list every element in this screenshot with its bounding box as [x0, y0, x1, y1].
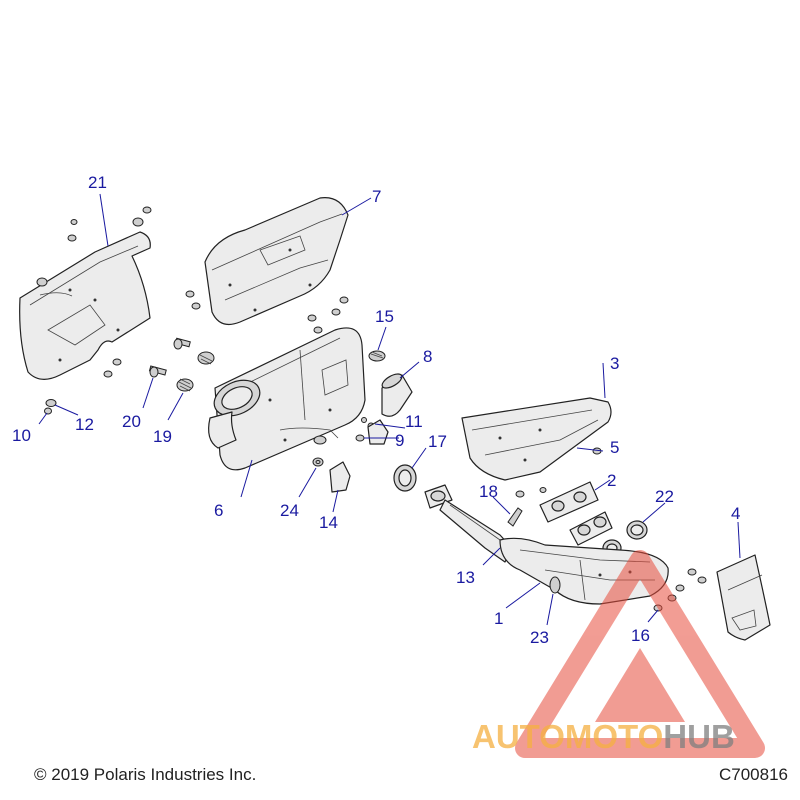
part-9-washer: [355, 434, 365, 442]
part-4-shield-plate: [716, 554, 771, 641]
callout-23: 23: [530, 628, 549, 647]
callout-21: 21: [88, 173, 107, 192]
part-13-head-pipe: [424, 484, 513, 563]
callout-11: 11: [405, 412, 423, 431]
callout-15: 15: [375, 307, 394, 326]
callout-8: 8: [423, 347, 432, 366]
watermark-text: AUTOMOTOHUB: [472, 718, 735, 755]
callout-10: 10: [12, 426, 31, 445]
callout-1: 1: [494, 609, 503, 628]
part-7-fasteners: [185, 290, 349, 334]
callout-19: 19: [153, 427, 172, 446]
part-12-washer: [45, 399, 57, 407]
callout-13: 13: [456, 568, 475, 587]
part-3-heat-shield: [461, 397, 612, 481]
drawing-code: C700816: [718, 765, 788, 784]
callout-3: 3: [610, 354, 619, 373]
callout-12: 12: [75, 415, 94, 434]
callout-4: 4: [731, 504, 740, 523]
part-20-bolt: [148, 337, 191, 378]
watermark-inner-triangle: [595, 648, 685, 722]
callout-5: 5: [610, 438, 619, 457]
callout-7: 7: [372, 187, 381, 206]
watermark-logo: [515, 550, 765, 758]
callout-leaders: [38, 193, 741, 626]
callout-24: 24: [280, 501, 299, 520]
part-10-nut: [44, 407, 52, 415]
callout-2: 2: [607, 471, 616, 490]
callout-17: 17: [428, 432, 447, 451]
part-21-fasteners: [36, 206, 152, 378]
callout-16: 16: [631, 626, 650, 645]
watermark-text-part2: HUB: [663, 718, 735, 755]
part-21-heat-shield: [19, 231, 151, 380]
part-7-heat-shield: [204, 197, 349, 325]
part-24-washer: [312, 457, 324, 467]
part-23-clamp: [549, 576, 561, 594]
watermark-text-part1: AUTOMOTO: [472, 718, 663, 755]
part-19-spring: [176, 351, 215, 392]
part-2-gasket: [539, 481, 613, 546]
copyright-notice: © 2019 Polaris Industries Inc.: [34, 765, 257, 784]
callout-18: 18: [479, 482, 498, 501]
callout-9: 9: [395, 431, 404, 450]
part-15-clamp: [368, 350, 386, 362]
part-18-sensor: [507, 507, 523, 527]
part-8-tailpipe: [381, 373, 413, 417]
callout-6: 6: [214, 501, 223, 520]
callout-labels: 21 7 15 8 3 5 2 22 4 18 17 11 9 20 19 6 …: [12, 173, 740, 647]
callout-22: 22: [655, 487, 674, 506]
callout-20: 20: [122, 412, 141, 431]
callout-14: 14: [319, 513, 338, 532]
part-6-muffler: [208, 327, 366, 471]
watermark-triangle: [515, 550, 765, 758]
part-17-gasket: [393, 464, 417, 492]
